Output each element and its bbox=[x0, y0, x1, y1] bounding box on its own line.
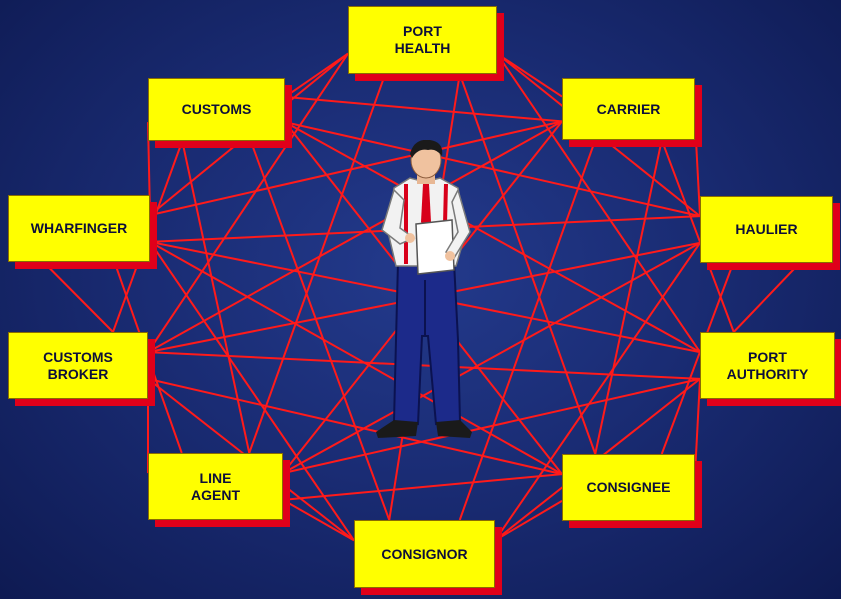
node-label: WHARFINGER bbox=[30, 220, 128, 236]
node-label: PORT AUTHORITY bbox=[726, 348, 809, 382]
connection-port_health-line_agent bbox=[248, 73, 387, 454]
node-port-authority[interactable]: PORT AUTHORITY bbox=[700, 332, 835, 399]
node-customs[interactable]: CUSTOMS bbox=[148, 78, 285, 141]
connection-haulier-line_agent bbox=[282, 242, 701, 474]
connection-carrier-haulier bbox=[694, 121, 701, 217]
connection-consignee-consignor bbox=[494, 500, 563, 542]
connection-consignee-wharfinger bbox=[149, 241, 563, 475]
connection-port_authority-consignee bbox=[694, 378, 701, 475]
connection-line_agent-wharfinger bbox=[113, 261, 183, 454]
connection-port_health-consignee bbox=[458, 73, 597, 455]
businessman-figure bbox=[376, 140, 472, 438]
connection-carrier-port_authority bbox=[660, 139, 735, 333]
connection-port_health-carrier bbox=[496, 52, 563, 98]
node-haulier[interactable]: HAULIER bbox=[700, 196, 833, 263]
connection-line_agent-customs bbox=[181, 140, 251, 454]
node-consignee[interactable]: CONSIGNEE bbox=[562, 454, 695, 521]
connection-carrier-customs bbox=[284, 95, 563, 123]
connection-port_health-customs bbox=[284, 52, 349, 98]
node-label: CONSIGNEE bbox=[586, 479, 671, 495]
connection-haulier-customs bbox=[284, 121, 701, 218]
node-label: PORT HEALTH bbox=[394, 23, 451, 56]
node-label: CARRIER bbox=[596, 100, 661, 117]
node-line-agent[interactable]: LINE AGENT bbox=[148, 453, 283, 520]
connection-consignee-line_agent bbox=[282, 473, 563, 501]
node-label: LINE AGENT bbox=[191, 469, 240, 503]
node-consignor[interactable]: CONSIGNOR bbox=[354, 520, 495, 588]
node-label: CUSTOMS bbox=[181, 101, 252, 117]
connection-port_authority-customs bbox=[284, 121, 701, 353]
connection-consignor-line_agent bbox=[282, 499, 355, 542]
node-label: HAULIER bbox=[735, 221, 798, 237]
node-carrier[interactable]: CARRIER bbox=[562, 78, 695, 140]
connection-port_health-port_authority bbox=[496, 53, 701, 353]
connection-haulier-consignor bbox=[494, 242, 701, 541]
node-label: CONSIGNOR bbox=[381, 545, 468, 562]
connection-consignor-wharfinger bbox=[149, 241, 355, 541]
connection-consignor-customs bbox=[249, 140, 391, 521]
node-wharfinger[interactable]: WHARFINGER bbox=[8, 195, 150, 262]
connection-port_authority-customs_broker bbox=[147, 351, 701, 380]
connection-carrier-wharfinger bbox=[149, 120, 563, 217]
node-port-health[interactable]: PORT HEALTH bbox=[348, 6, 497, 74]
connection-carrier-customs_broker bbox=[147, 120, 563, 353]
connection-haulier-port_authority bbox=[733, 262, 801, 333]
connection-port_authority-line_agent bbox=[282, 377, 701, 475]
connection-haulier-consignee bbox=[660, 262, 735, 455]
node-customs-broker[interactable]: CUSTOMS BROKER bbox=[8, 332, 148, 399]
connection-port_health-customs_broker bbox=[147, 53, 349, 353]
connection-carrier-consignee bbox=[594, 139, 663, 455]
node-label: CUSTOMS BROKER bbox=[43, 348, 113, 382]
connection-customs_broker-wharfinger bbox=[42, 261, 114, 333]
